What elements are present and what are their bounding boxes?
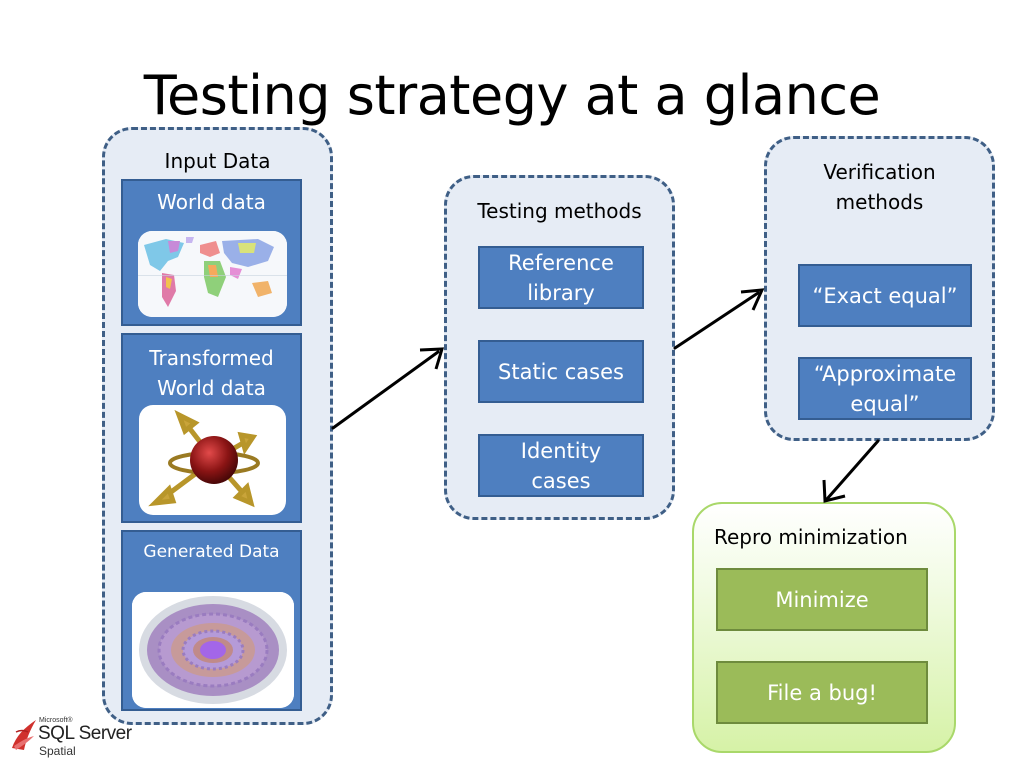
arrow-testing-to-verification xyxy=(673,291,760,350)
generated-polygon-icon xyxy=(132,592,294,708)
arrow-input-to-testing xyxy=(331,350,440,430)
logo-product-text: SQL Server xyxy=(38,723,132,744)
world-data-panel: World data xyxy=(121,179,302,326)
world-map-image xyxy=(138,231,287,317)
reference-library-box: Reference library xyxy=(478,246,644,309)
sql-server-spatial-logo: Microsoft® SQL Server Spatial xyxy=(8,714,138,764)
slide-title: Testing strategy at a glance xyxy=(143,64,881,127)
arrowhead-testing-to-verification xyxy=(740,288,765,311)
minimize-box: Minimize xyxy=(716,568,928,631)
verification-methods-label: Verification methods xyxy=(823,160,936,214)
world-map-icon xyxy=(138,231,287,317)
transformed-world-data-panel: Transformed World data xyxy=(121,333,302,523)
logo-sub-text: Spatial xyxy=(39,744,76,758)
repro-minimization-label: Repro minimization xyxy=(714,525,908,549)
generated-shape-image xyxy=(132,592,294,708)
input-data-group: Input Data World data Tra xyxy=(102,127,333,725)
logo-microsoft-text: Microsoft® xyxy=(39,717,73,724)
world-data-label: World data xyxy=(157,190,266,214)
testing-methods-label: Testing methods xyxy=(477,199,642,223)
generated-data-label: Generated Data xyxy=(143,542,280,562)
transform-image xyxy=(139,405,286,515)
exact-equal-box: “Exact equal” xyxy=(798,264,972,327)
generated-data-panel: Generated Data xyxy=(121,530,302,711)
verification-methods-group: Verification methods “Exact equal” “Appr… xyxy=(764,136,995,441)
file-a-bug-box: File a bug! xyxy=(716,661,928,724)
repro-minimization-group: Repro minimization Minimize File a bug! xyxy=(692,502,956,753)
arrow-verification-to-repro xyxy=(825,439,880,501)
static-cases-box: Static cases xyxy=(478,340,644,403)
globe-transform-icon xyxy=(148,409,260,508)
approximate-equal-box: “Approximate equal” xyxy=(798,357,972,420)
testing-methods-group: Testing methods Reference library Static… xyxy=(444,175,675,520)
transformed-world-data-label: Transformed World data xyxy=(149,346,274,400)
sql-server-logo-icon xyxy=(12,720,36,750)
arrowhead-verification-to-repro xyxy=(822,479,846,503)
arrowhead-input-to-testing xyxy=(419,347,445,370)
input-data-label: Input Data xyxy=(164,149,271,173)
identity-cases-box: Identity cases xyxy=(478,434,644,497)
